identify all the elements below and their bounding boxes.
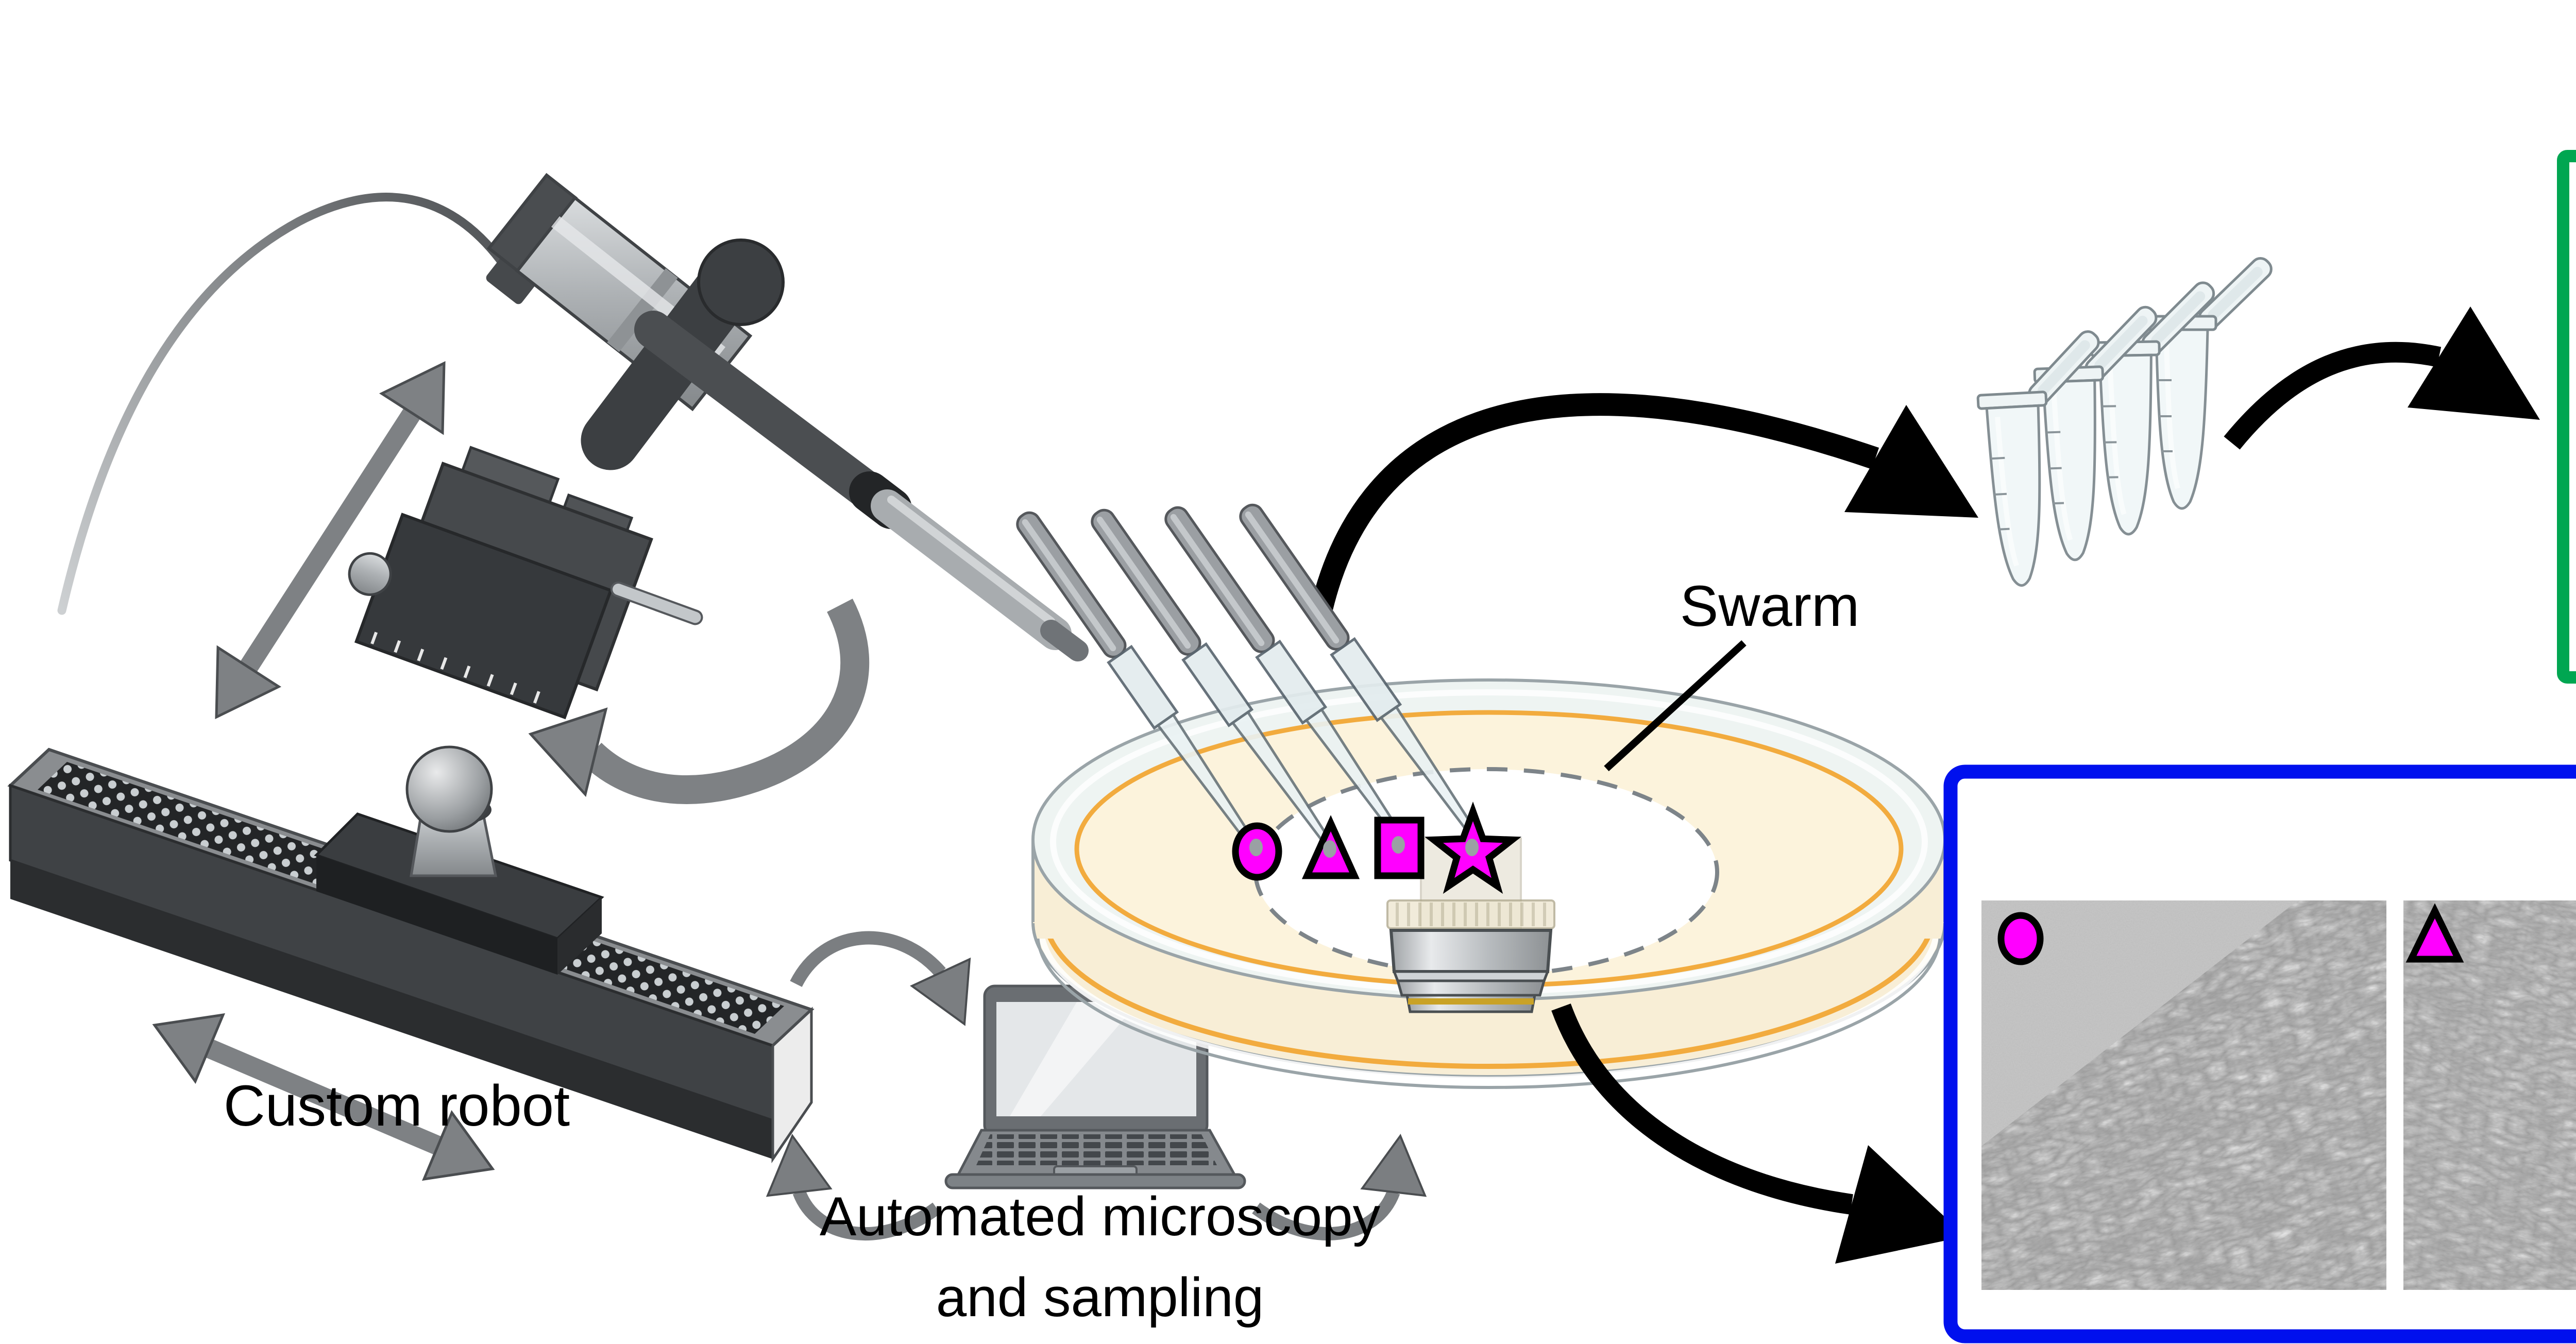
objective-gold-band bbox=[1408, 998, 1534, 1005]
robot-arm bbox=[634, 311, 1089, 661]
custom-robot-illustration: Custom robot bbox=[7, 173, 1089, 1181]
stage-ruler-ticks bbox=[370, 632, 540, 704]
custom-robot-label: Custom robot bbox=[224, 1074, 570, 1138]
laptop-base bbox=[944, 1173, 1246, 1189]
rna-seq-box: RNA-seq bbox=[2557, 150, 2576, 684]
micrograph-panel-1 bbox=[1981, 900, 2386, 1290]
arrow-dish-to-tubes bbox=[1309, 393, 1978, 618]
cable-connector bbox=[486, 255, 537, 304]
sample-tube bbox=[2033, 305, 2158, 562]
robot-cable bbox=[57, 193, 522, 615]
dish-sample-markers bbox=[1232, 801, 1522, 894]
automation-label-line2: and sampling bbox=[936, 1266, 1264, 1328]
sample-tube bbox=[2090, 281, 2215, 536]
ball-joint bbox=[405, 745, 498, 877]
sample-tube bbox=[1976, 330, 2100, 587]
stage-knob bbox=[348, 552, 392, 596]
linear-rail bbox=[7, 745, 815, 1164]
micrograph-panel-2 bbox=[2403, 900, 2576, 1290]
arrow-tubes-to-rnaseq bbox=[2224, 307, 2540, 450]
rail-dot-strip bbox=[38, 762, 784, 1034]
objective-lens bbox=[1386, 838, 1555, 1013]
swarm-leader-line bbox=[1604, 640, 1747, 772]
panel-marker-triangle bbox=[2405, 903, 2464, 963]
laptop-keys bbox=[976, 1134, 1217, 1165]
stage-rod bbox=[611, 582, 703, 625]
robot-stage bbox=[348, 446, 703, 720]
rotation-arrow-icon bbox=[528, 599, 870, 804]
x-axis-arrow-icon bbox=[152, 1013, 495, 1181]
panel-marker-circle bbox=[1997, 912, 2044, 965]
rail-end-face bbox=[771, 1007, 813, 1164]
imaging-box: Single cell imaging 25μm bbox=[1943, 764, 2576, 1343]
cycle-arrows-robot-laptop bbox=[766, 931, 971, 1241]
pipette bbox=[1239, 503, 1485, 847]
rna-seq-border bbox=[2557, 150, 2576, 684]
pipette bbox=[1091, 508, 1336, 853]
arrow-microscope-to-imaging bbox=[1551, 1003, 1965, 1264]
objective-knurl-ring bbox=[1386, 899, 1555, 929]
z-axis-arrow-icon bbox=[215, 361, 446, 720]
eppendorf-tubes bbox=[1976, 257, 2273, 587]
swarm-label: Swarm bbox=[1680, 574, 1859, 638]
pipette bbox=[1016, 511, 1262, 855]
automation-label-line1: Automated microscopy bbox=[820, 1185, 1381, 1247]
